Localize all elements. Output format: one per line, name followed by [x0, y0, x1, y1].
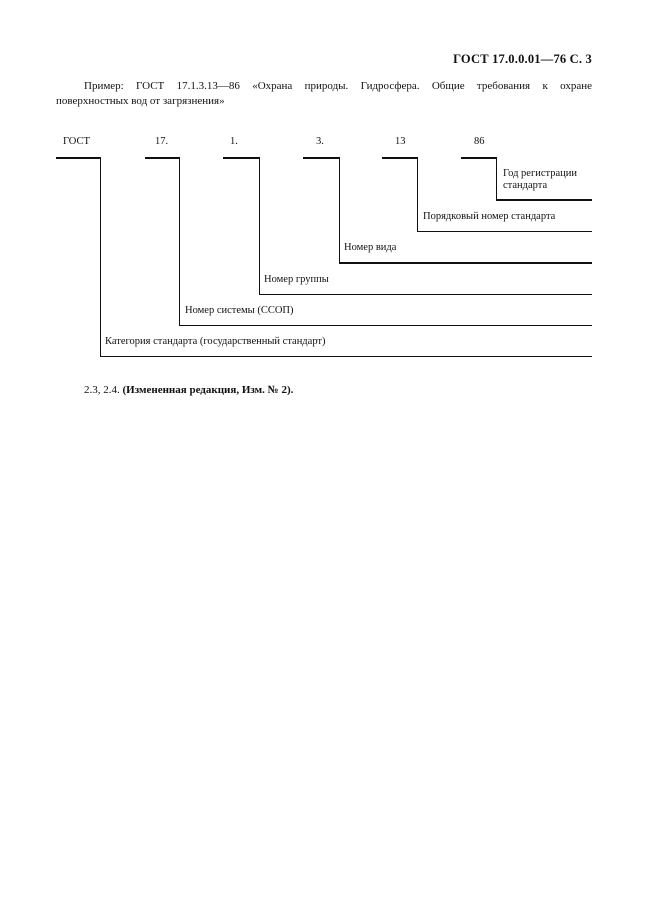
segment-group: 3. [316, 136, 324, 147]
branch-line-category [100, 356, 592, 357]
example-text-line2: поверхностных вод от загрязнения» [56, 95, 225, 107]
change-note-text: (Измененная редакция, Изм. № 2). [122, 384, 294, 396]
segment-year: 86 [474, 136, 485, 147]
branch-line-group [259, 294, 592, 295]
label-category: Категория стандарта (государственный ста… [105, 336, 326, 347]
segment-serial: 13 [395, 136, 406, 147]
branch-line-system [179, 325, 592, 326]
leader-year [495, 157, 497, 200]
leader-gost [99, 157, 101, 357]
segment-underline-year [461, 157, 497, 159]
change-note: 2.3, 2.4. (Измененная редакция, Изм. № 2… [84, 384, 293, 396]
segment-underline-system [223, 157, 260, 159]
segment-category: 17. [155, 136, 169, 147]
page-header: ГОСТ 17.0.0.01—76 С. 3 [453, 52, 592, 66]
branch-line-kind [339, 262, 592, 264]
label-system: Номер системы (ССОП) [185, 305, 294, 316]
segment-system: 1. [230, 136, 238, 147]
change-note-prefix: 2.3, 2.4. [84, 384, 123, 396]
label-group: Номер группы [264, 274, 329, 285]
leader-serial [416, 157, 418, 232]
label-kind: Номер вида [344, 242, 397, 253]
segment-gost: ГОСТ [63, 136, 90, 147]
leader-category [178, 157, 180, 326]
segment-underline-group [303, 157, 340, 159]
segment-underline-serial [382, 157, 418, 159]
label-year-line1: Год регистрации [503, 168, 578, 179]
branch-line-serial [417, 231, 592, 232]
label-serial: Порядковый номер стандарта [423, 211, 556, 222]
example-text-line1: Пример: ГОСТ 17.1.3.13—86 «Охрана природ… [84, 80, 592, 92]
segment-underline-gost [56, 157, 101, 159]
leader-group [338, 157, 340, 263]
branch-line-year [496, 199, 592, 201]
leader-system [258, 157, 260, 294]
segment-underline-category [145, 157, 180, 159]
label-year-line2: стандарта [503, 180, 548, 191]
